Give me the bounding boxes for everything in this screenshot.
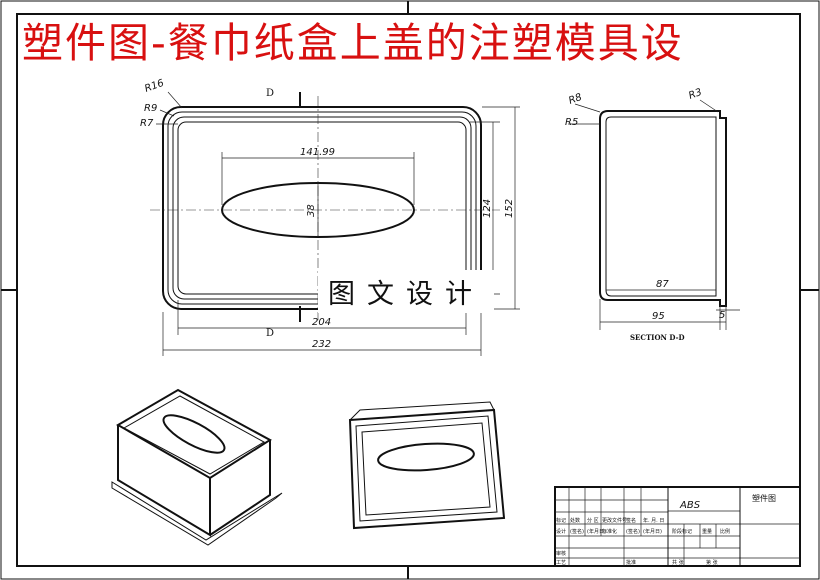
tb-row2-1: (签名)	[570, 528, 584, 535]
dim-section-inner: 87	[656, 279, 669, 290]
tb-header-0: 标记	[556, 517, 566, 524]
tb-header-3: 更改文件号	[602, 517, 627, 524]
radius-r5: R5	[565, 117, 578, 128]
dim-opening-width: 141.99	[300, 147, 335, 158]
tb-header-5: 年. 月. 日	[643, 517, 664, 524]
tb-bottom-left-0: 审核	[556, 550, 566, 557]
drawing-name: 塑件图	[752, 493, 776, 503]
dim-opening-height: 38	[306, 204, 317, 217]
section-mark-bottom: D	[266, 328, 274, 339]
section-view	[568, 99, 740, 330]
radius-r3: R3	[687, 87, 703, 102]
dim-inner-width: 204	[312, 317, 331, 328]
top-view	[150, 91, 520, 356]
tb-row3-1: 重量	[702, 528, 712, 535]
drawing-title: 塑件图-餐巾纸盒上盖的注塑模具设	[22, 19, 684, 67]
radius-r7: R7	[140, 118, 154, 129]
tb-row2-5: (年月日)	[643, 528, 662, 535]
tb-row2-2: (年月日)	[587, 528, 606, 535]
tb-row2-4: (签名)	[626, 528, 640, 535]
section-mark-top: D	[266, 88, 274, 99]
tb-row2-3: 标准化	[602, 528, 617, 535]
tb-header-1: 处数	[570, 517, 580, 524]
radius-r9: R9	[144, 103, 157, 114]
dim-inner-height: 124	[482, 199, 493, 218]
iso-view-inner	[348, 401, 506, 530]
tb-bottom-mid-0: 批准	[626, 559, 636, 566]
tb-row3-2: 比例	[720, 528, 730, 535]
radius-r8: R8	[567, 92, 583, 107]
watermark-text: 图文设计	[318, 270, 494, 313]
title-block	[554, 486, 801, 567]
section-caption: SECTION D-D	[630, 333, 685, 342]
material-label: ABS	[679, 500, 701, 511]
dim-section-outer: 95	[652, 311, 665, 322]
tb-header-4: 签名	[626, 517, 636, 524]
dim-outer-height: 152	[504, 199, 515, 218]
tb-bottom-right-1: 第 张	[706, 559, 718, 566]
tb-bottom-right-0: 共 张	[672, 559, 684, 566]
tb-row3-0: 阶段标记	[672, 528, 692, 535]
iso-view-lid	[111, 388, 283, 546]
tb-header-2: 分 区	[587, 517, 599, 524]
dim-flange: 5	[719, 310, 725, 321]
radius-r16: R16	[143, 78, 165, 95]
tb-row2-0: 设计	[556, 528, 566, 535]
dim-outer-width: 232	[312, 339, 331, 350]
tb-bottom-left-1: 工艺	[556, 560, 566, 566]
